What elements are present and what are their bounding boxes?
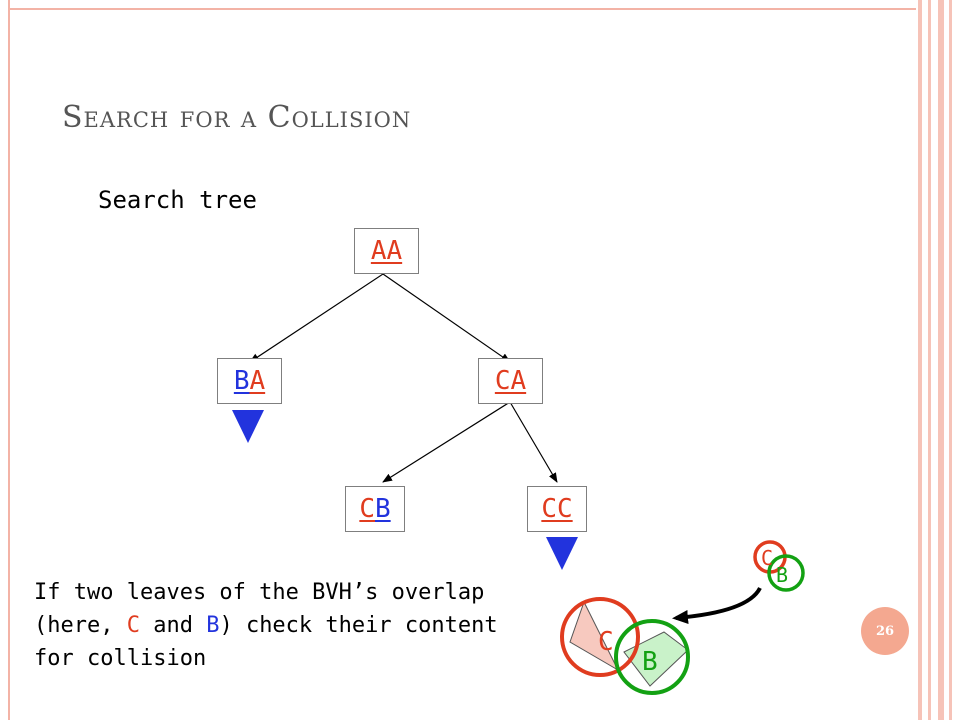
frame-right-stripes bbox=[916, 0, 960, 720]
large-circle-c bbox=[560, 597, 640, 677]
caption-text: If two leaves of the BVH’s overlap (here… bbox=[34, 576, 574, 675]
page-number-badge: 26 bbox=[861, 607, 909, 655]
large-circle-b bbox=[614, 619, 690, 695]
frame-left-line bbox=[8, 0, 10, 720]
edge-ca-cc bbox=[509, 401, 558, 483]
pruned-triangle-cc bbox=[546, 537, 578, 570]
large-label-c: C bbox=[598, 627, 614, 657]
edge-aa-ca bbox=[382, 273, 511, 363]
edge-aa-ba bbox=[249, 273, 384, 363]
pruned-triangle-ba bbox=[232, 410, 264, 443]
small-circle-b bbox=[767, 554, 805, 592]
caption-line-2: (here, C and B) check their content bbox=[34, 613, 498, 638]
small-label-c: C bbox=[761, 546, 773, 570]
subtitle-search-tree: Search tree bbox=[98, 186, 257, 214]
triangle-c-content bbox=[569, 600, 620, 672]
slide-title: Search for a Collision bbox=[62, 100, 412, 135]
caption-line-3: for collision bbox=[34, 646, 207, 671]
edge-ca-cb bbox=[382, 401, 511, 483]
frame-top-line bbox=[8, 8, 916, 10]
caption-line-1: If two leaves of the BVH’s overlap bbox=[34, 580, 485, 605]
large-label-b: B bbox=[642, 647, 658, 677]
zoom-arrow bbox=[672, 586, 762, 624]
small-label-b: B bbox=[776, 563, 788, 587]
